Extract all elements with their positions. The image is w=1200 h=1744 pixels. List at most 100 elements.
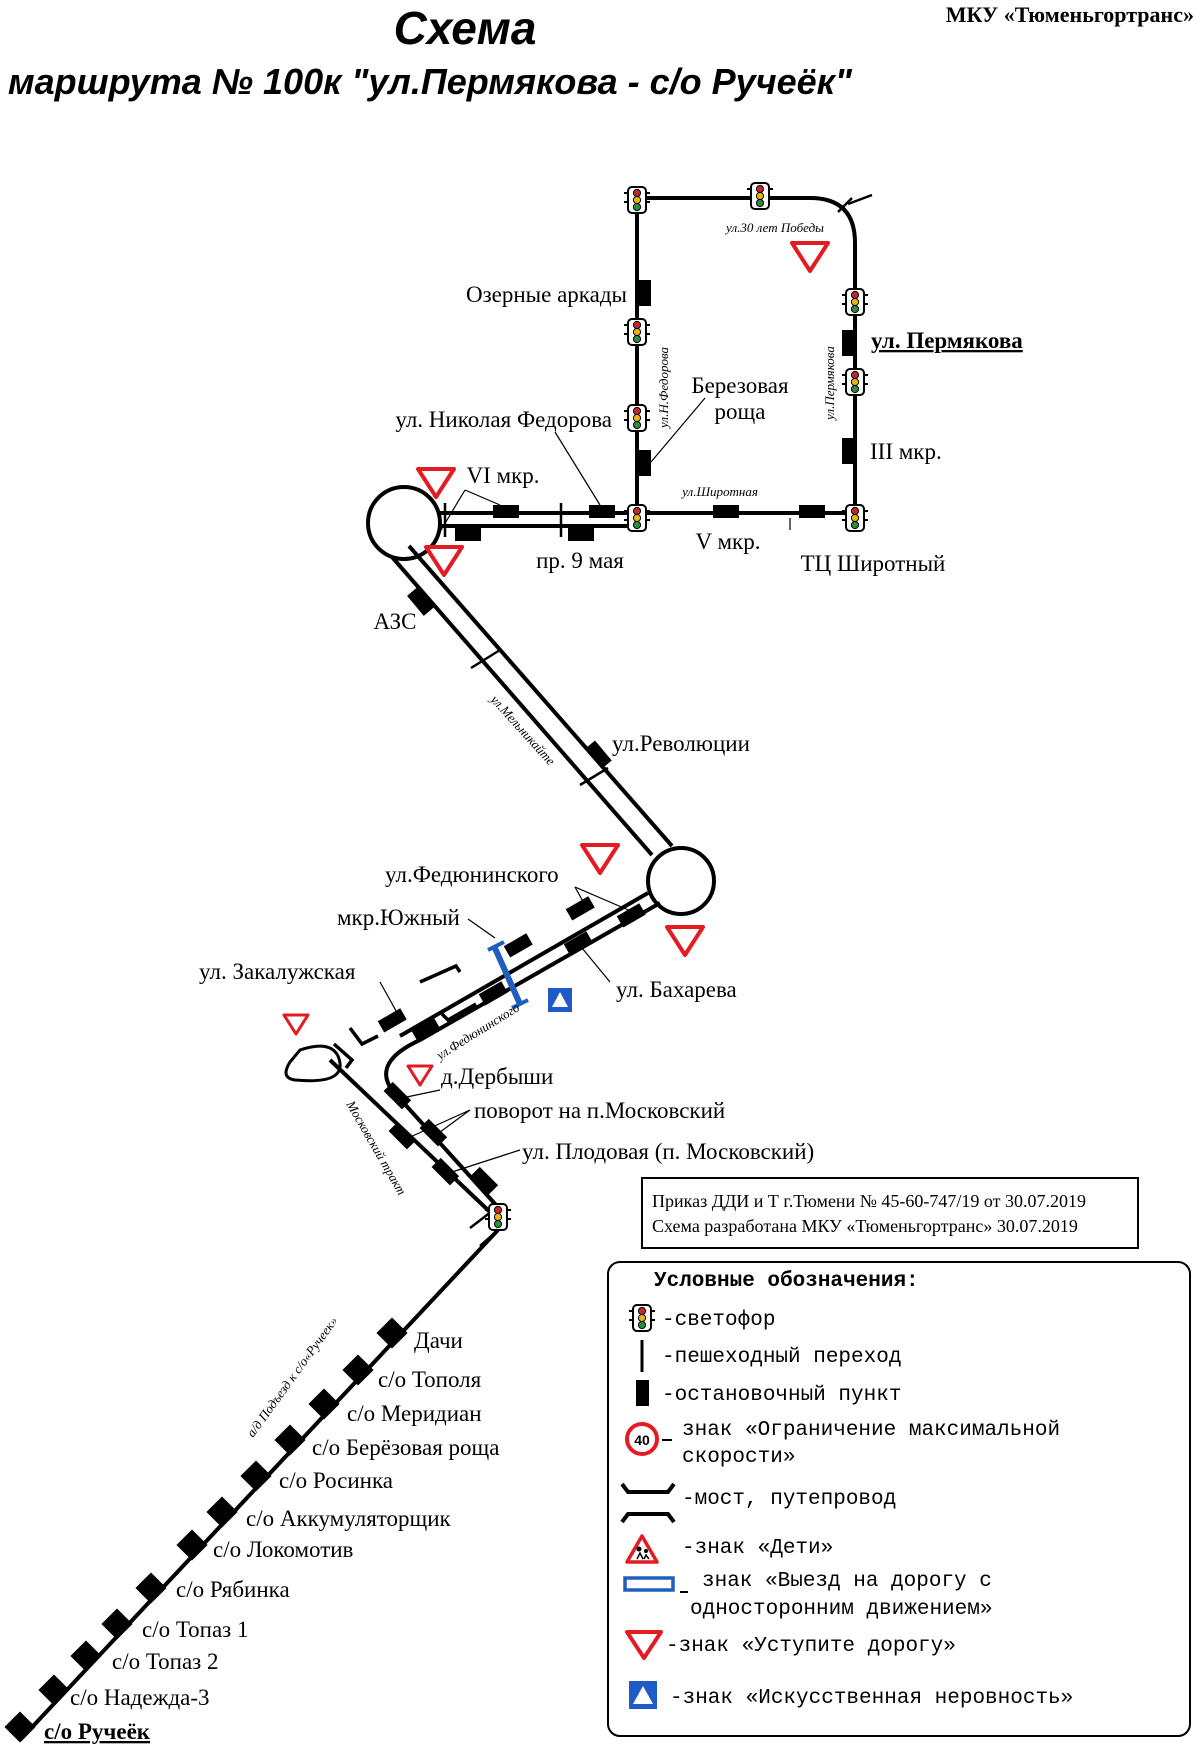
traffic-light-icon xyxy=(628,1304,656,1332)
stop-icon xyxy=(240,1460,272,1492)
legend-bump: -знак «Искусственная неровность» xyxy=(670,1687,1073,1710)
stop-label-nik-fedorova: ул. Николая Федорова xyxy=(395,407,612,432)
traffic-light-icon xyxy=(841,504,869,532)
legend-stop: -остановочный пункт xyxy=(662,1384,901,1407)
stop-label-yuzhny: мкр.Южный xyxy=(337,905,460,930)
legend: Условные обозначения: -светофор -пешеход… xyxy=(607,1261,1191,1737)
stop-icon xyxy=(799,505,825,518)
stop-icon xyxy=(4,1711,36,1743)
street-name-permyakova: ул.Пермякова xyxy=(822,346,837,422)
stop-label-meridian: с/о Меридиан xyxy=(347,1401,482,1426)
stop-label-derbyshi: д.Дербыши xyxy=(441,1064,553,1089)
stop-icon xyxy=(568,528,594,541)
yield-icon xyxy=(665,925,705,957)
stop-label-topolya: с/о Тополя xyxy=(378,1367,482,1392)
legend-speed-1: знак «Ограничение максимальной xyxy=(682,1419,1060,1442)
yield-icon xyxy=(580,843,620,875)
traffic-light-icon xyxy=(746,182,774,210)
order-line-2: Схема разработана МКУ «Тюменьгортранс» 3… xyxy=(652,1216,1078,1236)
children-icon xyxy=(625,1534,659,1564)
stop-label-dachi: Дачи xyxy=(414,1328,463,1353)
stop-label-topaz-1: с/о Топаз 1 xyxy=(142,1617,249,1642)
street-name-fedorova: ул.Н.Федорова xyxy=(656,346,671,430)
stop-label-berezovaya-2: роща xyxy=(715,399,766,424)
stop-icon xyxy=(135,1572,167,1604)
stop-icon xyxy=(101,1608,133,1640)
southern-stop-labels: Дачи с/о Тополя с/о Меридиан с/о Берёзов… xyxy=(44,1328,499,1744)
stop-icon xyxy=(70,1640,102,1672)
stop-label-akkumulyatorshchik: с/о Аккумуляторщик xyxy=(246,1506,452,1531)
order-box: Приказ ДДИ и Т г.Тюмени № 45-60-747/19 о… xyxy=(641,1177,1139,1249)
stop-icon xyxy=(842,330,855,356)
bump-icon xyxy=(548,988,572,1012)
stop-icon xyxy=(842,438,855,464)
stop-label-permyakova: ул. Пермякова xyxy=(871,328,1023,353)
stop-icon xyxy=(616,903,646,928)
traffic-light-icon xyxy=(623,404,651,432)
legend-speed-2: скорости» xyxy=(682,1446,795,1469)
stop-label-povorot: поворот на п.Московский xyxy=(474,1098,725,1123)
stop-icon xyxy=(383,1081,412,1110)
leader-lines-middle xyxy=(379,886,634,1019)
stop-icon xyxy=(411,1018,441,1043)
legend-frame xyxy=(607,1261,1191,1737)
legend-bridge: -мост, путепровод xyxy=(682,1488,896,1511)
leader-lines-south xyxy=(401,1089,521,1173)
stop-icon xyxy=(274,1424,306,1456)
stop-icon xyxy=(638,450,651,476)
stop-label-vi-mkr: VI мкр. xyxy=(467,463,540,488)
stop-icon xyxy=(407,587,434,616)
stop-label-bahareva: ул. Бахарева xyxy=(616,977,737,1002)
street-name-shirotnaya: ул.Широтная xyxy=(680,484,758,499)
legend-oneway-1: знак «Выезд на дорогу с xyxy=(702,1570,992,1593)
stop-label-rosinka: с/о Росинка xyxy=(279,1468,393,1493)
stop-label-rucheek: с/о Ручеёк xyxy=(44,1719,151,1744)
stop-icon xyxy=(342,1354,374,1386)
speed-limit-value: 40 xyxy=(634,1432,650,1448)
bump-icon xyxy=(629,1681,657,1709)
stop-label-iii-mkr: III мкр. xyxy=(870,439,942,464)
stop-icon xyxy=(388,1121,417,1150)
stop-icon xyxy=(493,505,519,518)
legend-children: -знак «Дети» xyxy=(682,1537,833,1560)
stop-label-berezovaya-roshcha: с/о Берёзовая роща xyxy=(312,1435,499,1460)
legend-oneway-2: односторонним движением» xyxy=(690,1598,992,1621)
stop-label-plodovaya: ул. Плодовая (п. Московский) xyxy=(522,1139,814,1164)
map-subtitle: маршрута № 100к "ул.Пермякова - с/о Руче… xyxy=(8,61,853,102)
leader-lines-north xyxy=(437,397,791,536)
stop-label-nadezhda-3: с/о Надежда-3 xyxy=(70,1685,210,1710)
stop-icon xyxy=(38,1674,70,1706)
traffic-light-icon xyxy=(623,504,651,532)
stop-icon xyxy=(563,931,593,956)
legend-yield: -знак «Уступите дорогу» xyxy=(666,1635,956,1658)
order-line-1: Приказ ДДИ и Т г.Тюмени № 45-60-747/19 о… xyxy=(652,1191,1086,1211)
yield-icon xyxy=(406,1064,434,1087)
stop-icon xyxy=(585,740,612,769)
stop-label-berezovaya-1: Березовая xyxy=(691,373,789,398)
oneway-icon xyxy=(487,940,529,1010)
legend-traffic-light: -светофор xyxy=(662,1309,775,1332)
melnikaite-road xyxy=(390,544,716,916)
yield-icon xyxy=(790,241,830,273)
stop-label-topaz-2: с/о Топаз 2 xyxy=(112,1649,219,1674)
stop-label-tc-shirotny: ТЦ Широтный xyxy=(801,551,946,576)
stop-icon xyxy=(431,1157,460,1186)
yield-icon xyxy=(282,1013,310,1036)
stop-label-revolyucii: ул.Революции xyxy=(612,731,750,756)
stop-icon xyxy=(470,1166,499,1195)
street-name-podezd: а/д Подъезд к с/о«Ручеек» xyxy=(243,1314,340,1440)
stop-icon xyxy=(478,981,508,1006)
stop-label-azs: АЗС xyxy=(374,609,417,634)
traffic-light-icon xyxy=(841,368,869,396)
stop-label-pr9maya: пр. 9 мая xyxy=(536,548,624,573)
street-name-moskovsky: Московский тракт xyxy=(343,1097,410,1197)
bridge-icon xyxy=(620,1482,676,1524)
stop-icon xyxy=(308,1388,340,1420)
stop-icon xyxy=(713,505,739,518)
traffic-light-icon xyxy=(623,186,651,214)
street-name-pobedy: ул.30 лет Победы xyxy=(724,220,824,235)
stop-label-fedyuninskogo: ул.Федюнинского xyxy=(385,862,559,887)
stop-icon xyxy=(589,505,615,518)
stop-icon xyxy=(565,896,595,921)
